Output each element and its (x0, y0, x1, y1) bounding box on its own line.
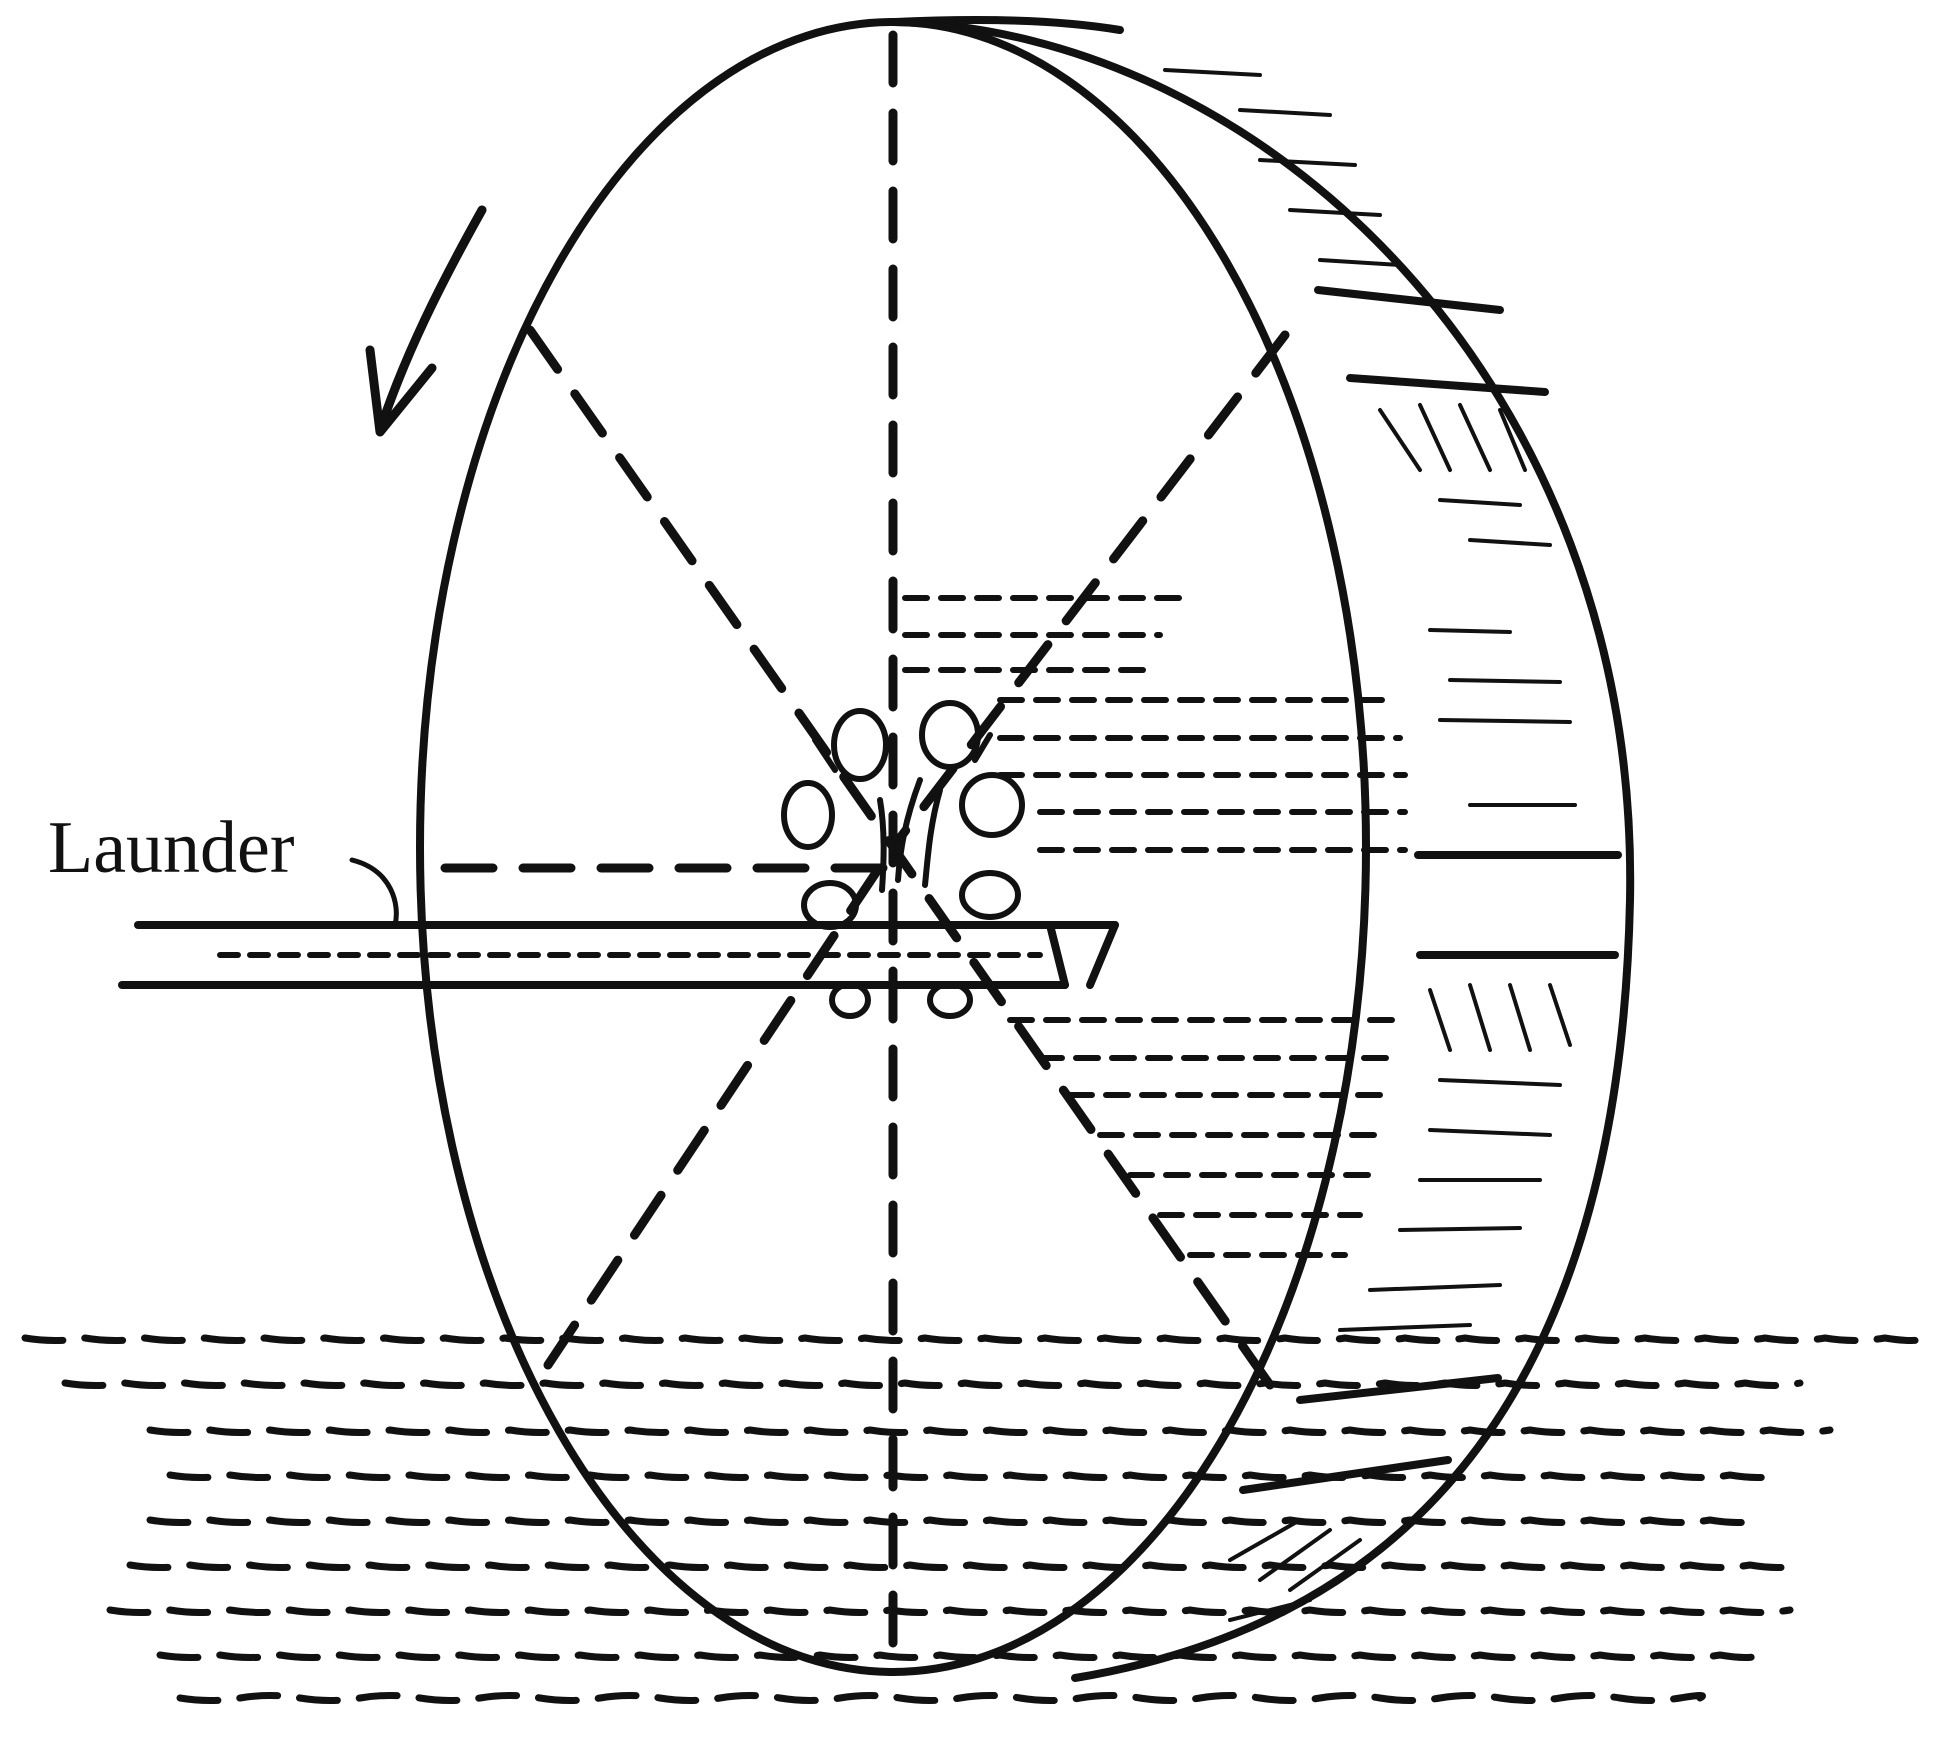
ground-water (21, 1334, 1934, 1704)
launder-trough (118, 921, 1119, 989)
rim-texture (1163, 68, 1577, 1622)
spoke-lower-left (543, 842, 898, 1370)
water-splash (781, 700, 1025, 1019)
rim-outer-edge (891, 18, 1635, 1682)
launder-label: Launder (48, 807, 295, 889)
spoke-upper-right (888, 330, 1290, 852)
bucket-water (902, 595, 1408, 1258)
wheel-spokes (440, 30, 1290, 1675)
launder-leader-line (349, 857, 399, 928)
spoke-upper-left (525, 325, 898, 852)
rotation-arrow-icon (365, 205, 487, 437)
rim-bands (1239, 286, 1622, 1494)
spoke-lower-right (888, 842, 1275, 1390)
